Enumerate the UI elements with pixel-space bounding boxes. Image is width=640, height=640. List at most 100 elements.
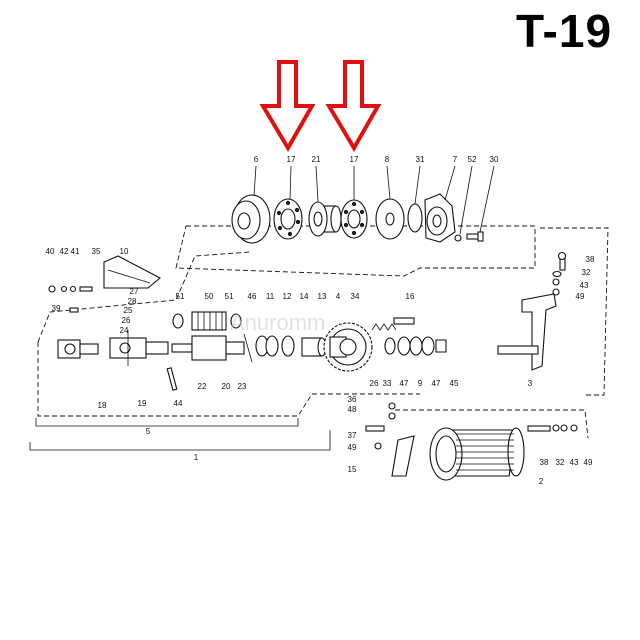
part-label-top: 8: [385, 155, 390, 164]
part-18-yoke: [57, 339, 99, 359]
part-7-housing: [424, 193, 456, 243]
part-label-bottom-left: 49: [348, 443, 357, 452]
part-2-drum: [429, 427, 525, 481]
part-label-left: 26: [122, 316, 131, 325]
bottom-right-fasteners: [527, 424, 578, 432]
part-8-pressure-plate: [375, 198, 405, 240]
part-label-top: 52: [468, 155, 477, 164]
part-10-guard: [103, 255, 161, 289]
part-4-sprocket: [323, 322, 373, 372]
upper-assembly-outline: [175, 225, 536, 277]
part-label-left: 35: [92, 247, 101, 256]
part-label-left: 41: [71, 247, 80, 256]
part-label-middle: 34: [351, 292, 360, 301]
watermark: Anuromm: [230, 310, 325, 335]
part-label-right: 49: [576, 292, 585, 301]
part-13-bushing: [301, 337, 327, 357]
middle-washers: [255, 335, 295, 357]
part-17-friction-disc-left: [273, 198, 303, 240]
lower-assembly-outline: [37, 251, 251, 343]
part-label-middle: 16: [406, 292, 415, 301]
right-assembly-outline: [540, 227, 609, 396]
part-label-middle: 4: [336, 292, 341, 301]
part-52-washer: [454, 234, 462, 242]
part-label-top: 21: [312, 155, 321, 164]
part-label-left: 27: [130, 287, 139, 296]
bracket-1: [29, 430, 331, 451]
part-50-spring: [191, 311, 227, 331]
part-label-top: 17: [350, 155, 359, 164]
part-label-bottom-right: 2: [539, 477, 544, 486]
part-label-middle: 11: [266, 292, 275, 301]
part-51-rings: [172, 313, 242, 329]
left-small-fasteners: [48, 285, 93, 313]
part-label-bottom-left: 37: [348, 431, 357, 440]
part-label-lower-row: 20: [222, 382, 231, 391]
part-label-brackets: 5: [146, 427, 151, 436]
part-label-middle: 50: [205, 292, 214, 301]
right-middle-washers: [384, 336, 447, 356]
part-label-left: 10: [120, 247, 129, 256]
part-label-bottom-left: 36: [348, 395, 357, 404]
part-30-bolt: [466, 231, 484, 242]
part-label-top: 30: [490, 155, 499, 164]
bracket-5: [35, 418, 299, 427]
page-title: T-19: [516, 5, 613, 57]
part-label-left: 40: [46, 247, 55, 256]
part-6-flange: [231, 194, 271, 244]
part-label-lower-row: 47: [400, 379, 409, 388]
arrow-17-right-icon: [325, 60, 382, 152]
part-label-lower-row: 18: [98, 401, 107, 410]
part-label-lower-row: 33: [383, 379, 392, 388]
part-17-friction-disc-right: [340, 199, 368, 239]
part-label-middle: 14: [300, 292, 309, 301]
part-label-middle: 46: [248, 292, 257, 301]
part-label-bottom-right: 38: [540, 458, 549, 467]
part-label-left: 25: [124, 306, 133, 315]
part-label-lower-row: 26: [370, 379, 379, 388]
part-label-right: 38: [586, 255, 595, 264]
part-label-lower-row: 23: [238, 382, 247, 391]
part-label-top: 31: [416, 155, 425, 164]
part-label-lower-row: 22: [198, 382, 207, 391]
part-label-right: 43: [580, 281, 589, 290]
part-3-bracket: [497, 293, 557, 371]
part-20-shaft-coupler: [171, 333, 253, 363]
part-44-pin: [166, 367, 178, 391]
part-label-left: 24: [120, 326, 129, 335]
part-16-pin: [393, 317, 415, 325]
part-label-top: 7: [453, 155, 458, 164]
part-label-lower-row: 45: [450, 379, 459, 388]
arrow-17-left-icon: [259, 60, 316, 152]
part-label-bottom-right: 43: [570, 458, 579, 467]
part-label-left: 28: [128, 297, 137, 306]
part-label-top: 17: [287, 155, 296, 164]
part-label-left: 42: [60, 247, 69, 256]
bottom-assembly-outline: [37, 342, 420, 417]
part-label-bottom-left: 48: [348, 405, 357, 414]
part-34-spring: [371, 323, 397, 331]
part-15-clamp: [391, 435, 415, 477]
part-label-lower-row: 3: [528, 379, 533, 388]
part-label-middle: 51: [176, 292, 185, 301]
part-19-universal-joint: [109, 330, 169, 366]
part-label-lower-row: 47: [432, 379, 441, 388]
part-label-lower-row: 9: [418, 379, 423, 388]
part-label-right: 32: [582, 268, 591, 277]
bottom-left-fasteners: [365, 402, 396, 450]
part-label-bottom-right: 32: [556, 458, 565, 467]
part-label-top: 6: [254, 155, 259, 164]
part-label-middle: 13: [318, 292, 327, 301]
part-label-bottom-left: 15: [348, 465, 357, 474]
part-label-middle: 12: [283, 292, 292, 301]
right-top-fasteners: [552, 251, 567, 296]
part-label-middle: 51: [225, 292, 234, 301]
part-31-spring: [407, 203, 423, 233]
part-label-left: 39: [52, 304, 61, 313]
part-label-lower-row: 19: [138, 399, 147, 408]
part-21-hub: [308, 201, 342, 237]
part-label-bottom-right: 49: [584, 458, 593, 467]
part-label-lower-row: 44: [174, 399, 183, 408]
